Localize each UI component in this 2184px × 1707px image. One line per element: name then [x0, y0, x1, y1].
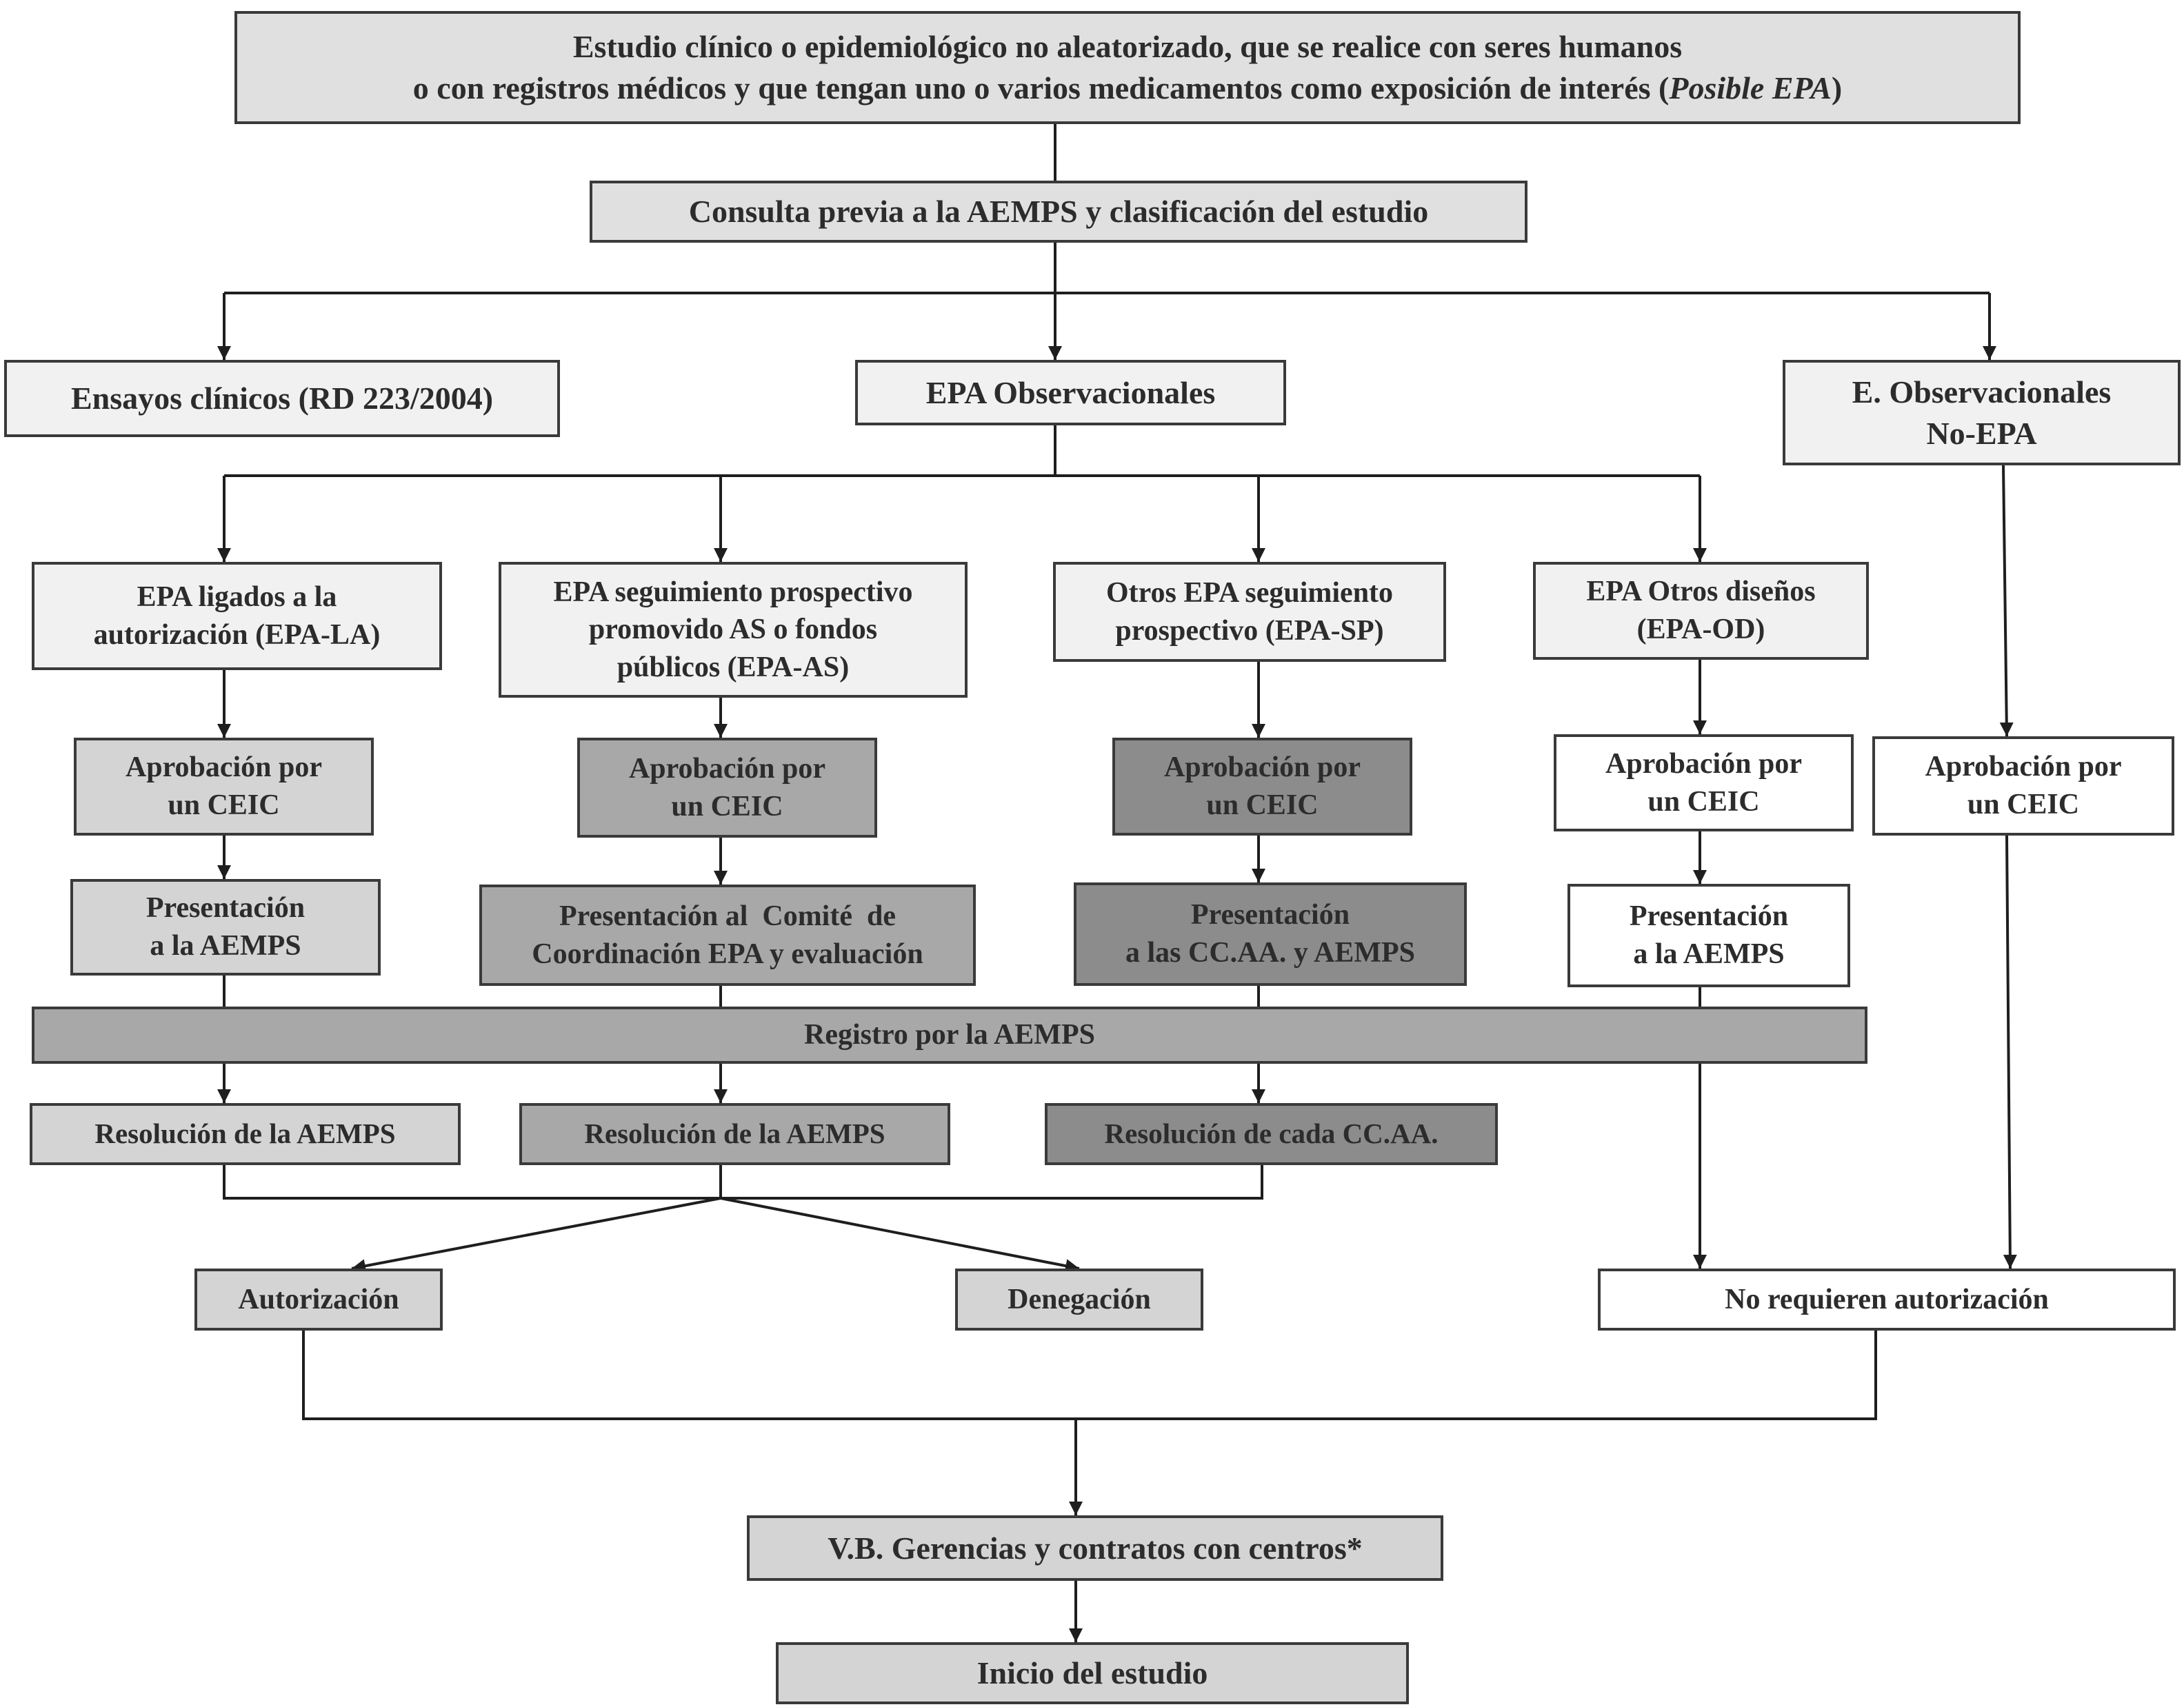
node-ceic-sp: Aprobación por un CEIC — [1112, 738, 1412, 836]
node-presentacion-la: Presentación a la AEMPS — [70, 879, 381, 976]
node-presentacion-as-line1: Presentación al Comité de — [559, 900, 896, 932]
node-ceic-no-epa: Aprobación por un CEIC — [1872, 736, 2174, 836]
node-resolucion-as: Resolución de la AEMPS — [519, 1103, 950, 1165]
node-epa-la-line1: EPA ligados a la — [137, 580, 337, 613]
node-ceic-la: Aprobación por un CEIC — [74, 738, 374, 836]
node-ceic-la-line1: Aprobación por — [125, 751, 323, 784]
node-ensayos-clinicos: Ensayos clínicos (RD 223/2004) — [4, 360, 560, 437]
node-epa-observacionales: EPA Observacionales — [855, 360, 1286, 425]
node-ceic-no-epa-line2: un CEIC — [1967, 789, 2080, 820]
node-autorizacion: Autorización — [194, 1269, 443, 1331]
node-registro-aemps: Registro por la AEMPS — [32, 1007, 1867, 1064]
node-ceic-as-line2: un CEIC — [671, 790, 783, 822]
node-ceic-as: Aprobación por un CEIC — [577, 738, 877, 838]
node-epa-sp: Otros EPA seguimiento prospectivo (EPA-S… — [1053, 562, 1446, 662]
node-ceic-od-line2: un CEIC — [1647, 785, 1760, 818]
node-presentacion-la-line2: a la AEMPS — [150, 930, 301, 962]
node-no-requieren-autorizacion-label: No requieren autorización — [1725, 1283, 2049, 1315]
node-epa-sp-line2: prospectivo (EPA-SP) — [1115, 614, 1384, 647]
node-ceic-as-line1: Aprobación por — [628, 752, 826, 785]
node-ensayos-clinicos-label: Ensayos clínicos (RD 223/2004) — [70, 381, 494, 416]
node-presentacion-as-line2: Coordinación EPA y evaluación — [532, 938, 923, 970]
arrow-to-autorizacion — [351, 1197, 721, 1273]
node-epa-od-line1: EPA Otros diseños — [1586, 576, 1816, 608]
node-presentacion-sp-line1: Presentación — [1190, 899, 1350, 931]
node-ceic-sp-line2: un CEIC — [1206, 789, 1319, 821]
node-inicio-estudio-label: Inicio del estudio — [976, 1655, 1208, 1691]
node-resolucion-sp-label: Resolución de cada CC.AA. — [1104, 1118, 1439, 1150]
node-epa-sp-line1: Otros EPA seguimiento — [1105, 576, 1394, 609]
node-ceic-la-line2: un CEIC — [168, 789, 280, 821]
node-presentacion-sp: Presentación a las CC.AA. y AEMPS — [1074, 882, 1467, 986]
arrow-to-denegacion — [720, 1197, 1080, 1273]
node-vb-gerencias: V.B. Gerencias y contratos con centros* — [747, 1515, 1443, 1581]
node-epa-od-line2: (EPA-OD) — [1636, 614, 1765, 645]
node-posible-epa-line2: o con registros médicos y que tengan uno… — [412, 70, 1843, 105]
node-epa-as: EPA seguimiento prospectivo promovido AS… — [499, 562, 968, 698]
node-presentacion-od-line2: a la AEMPS — [1633, 938, 1785, 970]
node-ceic-no-epa-line1: Aprobación por — [1925, 751, 2122, 783]
node-vb-gerencias-label: V.B. Gerencias y contratos con centros* — [828, 1530, 1363, 1566]
node-posible-epa: Estudio clínico o epidemiológico no alea… — [234, 11, 2021, 124]
node-ceic-od-line1: Aprobación por — [1605, 747, 1803, 780]
node-epa-od: EPA Otros diseños (EPA-OD) — [1533, 562, 1869, 660]
node-epa-as-line2: promovido AS o fondos — [588, 614, 878, 646]
arrow-ceic-no-requieren — [2003, 835, 2017, 1269]
connector-merge-bar — [302, 1331, 1877, 1420]
node-resolucion-as-label: Resolución de la AEMPS — [584, 1118, 885, 1150]
node-no-epa-line2: No-EPA — [1926, 415, 2037, 451]
node-no-epa: E. Observacionales No-EPA — [1783, 360, 2181, 465]
connector-resoluciones-bar — [223, 1165, 1263, 1200]
arrow-no-epa-ceic — [1999, 465, 2014, 737]
node-denegacion: Denegación — [955, 1269, 1203, 1331]
node-epa-la-line2: autorización (EPA-LA) — [93, 618, 381, 651]
node-ceic-sp-line1: Aprobación por — [1163, 751, 1361, 784]
node-presentacion-as: Presentación al Comité de Coordinación E… — [479, 885, 976, 986]
node-presentacion-od: Presentación a la AEMPS — [1567, 884, 1850, 987]
node-resolucion-la: Resolución de la AEMPS — [30, 1103, 461, 1165]
node-inicio-estudio: Inicio del estudio — [776, 1642, 1409, 1704]
node-posible-epa-line1: Estudio clínico o epidemiológico no alea… — [572, 29, 1683, 65]
node-registro-aemps-label: Registro por la AEMPS — [804, 1019, 1095, 1051]
node-resolucion-sp: Resolución de cada CC.AA. — [1045, 1103, 1498, 1165]
node-epa-la: EPA ligados a la autorización (EPA-LA) — [32, 562, 442, 670]
node-denegacion-label: Denegación — [1008, 1283, 1151, 1315]
node-resolucion-la-label: Resolución de la AEMPS — [94, 1118, 396, 1150]
node-epa-observacionales-label: EPA Observacionales — [925, 374, 1216, 410]
node-presentacion-la-line1: Presentación — [146, 892, 305, 925]
node-presentacion-sp-line2: a las CC.AA. y AEMPS — [1125, 937, 1416, 969]
node-no-epa-line1: E. Observacionales — [1852, 374, 2112, 410]
node-ceic-od: Aprobación por un CEIC — [1554, 734, 1854, 831]
node-epa-as-line3: públicos (EPA-AS) — [617, 651, 850, 683]
node-consulta-previa: Consulta previa a la AEMPS y clasificaci… — [590, 181, 1527, 243]
node-presentacion-od-line1: Presentación — [1629, 900, 1789, 933]
node-autorizacion-label: Autorización — [238, 1283, 399, 1315]
node-epa-as-line1: EPA seguimiento prospectivo — [553, 576, 913, 608]
node-no-requieren-autorizacion: No requieren autorización — [1598, 1269, 2176, 1331]
node-consulta-previa-label: Consulta previa a la AEMPS y clasificaci… — [688, 194, 1429, 230]
